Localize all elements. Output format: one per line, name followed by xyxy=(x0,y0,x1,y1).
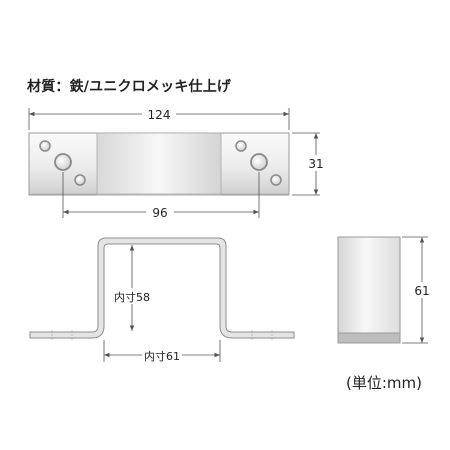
small-hole xyxy=(39,140,51,152)
overall-length-label: 124 xyxy=(148,108,171,122)
top-view: 124 xyxy=(28,106,329,220)
inner-height-label: 内寸58 xyxy=(114,290,150,304)
holes-right xyxy=(235,140,282,186)
dimension-inner-height: 内寸58 xyxy=(112,245,152,331)
side-view: 61 xyxy=(337,236,435,344)
material-spec: 材質：鉄/ユニクロメッキ仕上げ xyxy=(27,79,232,95)
dimension-inner-width: 内寸61 xyxy=(103,340,221,363)
hole-pitch-label: 96 xyxy=(152,206,167,220)
unit-note: (単位:mm) xyxy=(346,374,422,392)
dimension-height: 31 xyxy=(292,132,329,196)
height-label: 31 xyxy=(308,157,323,171)
holes-left xyxy=(39,140,86,186)
small-hole xyxy=(74,174,86,186)
dimension-side-height: 61 xyxy=(402,236,435,344)
side-height-label: 61 xyxy=(414,284,429,298)
bracket-profile xyxy=(29,237,295,339)
small-hole xyxy=(270,174,282,186)
dimension-hole-pitch: 96 xyxy=(62,172,260,220)
small-hole xyxy=(235,140,247,152)
large-hole xyxy=(54,153,72,171)
front-view: 内寸58 内寸61 xyxy=(29,237,295,363)
dimension-overall-length: 124 xyxy=(28,106,290,130)
inner-width-label: 内寸61 xyxy=(144,349,180,363)
bracket-side xyxy=(337,236,401,344)
large-hole xyxy=(250,153,268,171)
